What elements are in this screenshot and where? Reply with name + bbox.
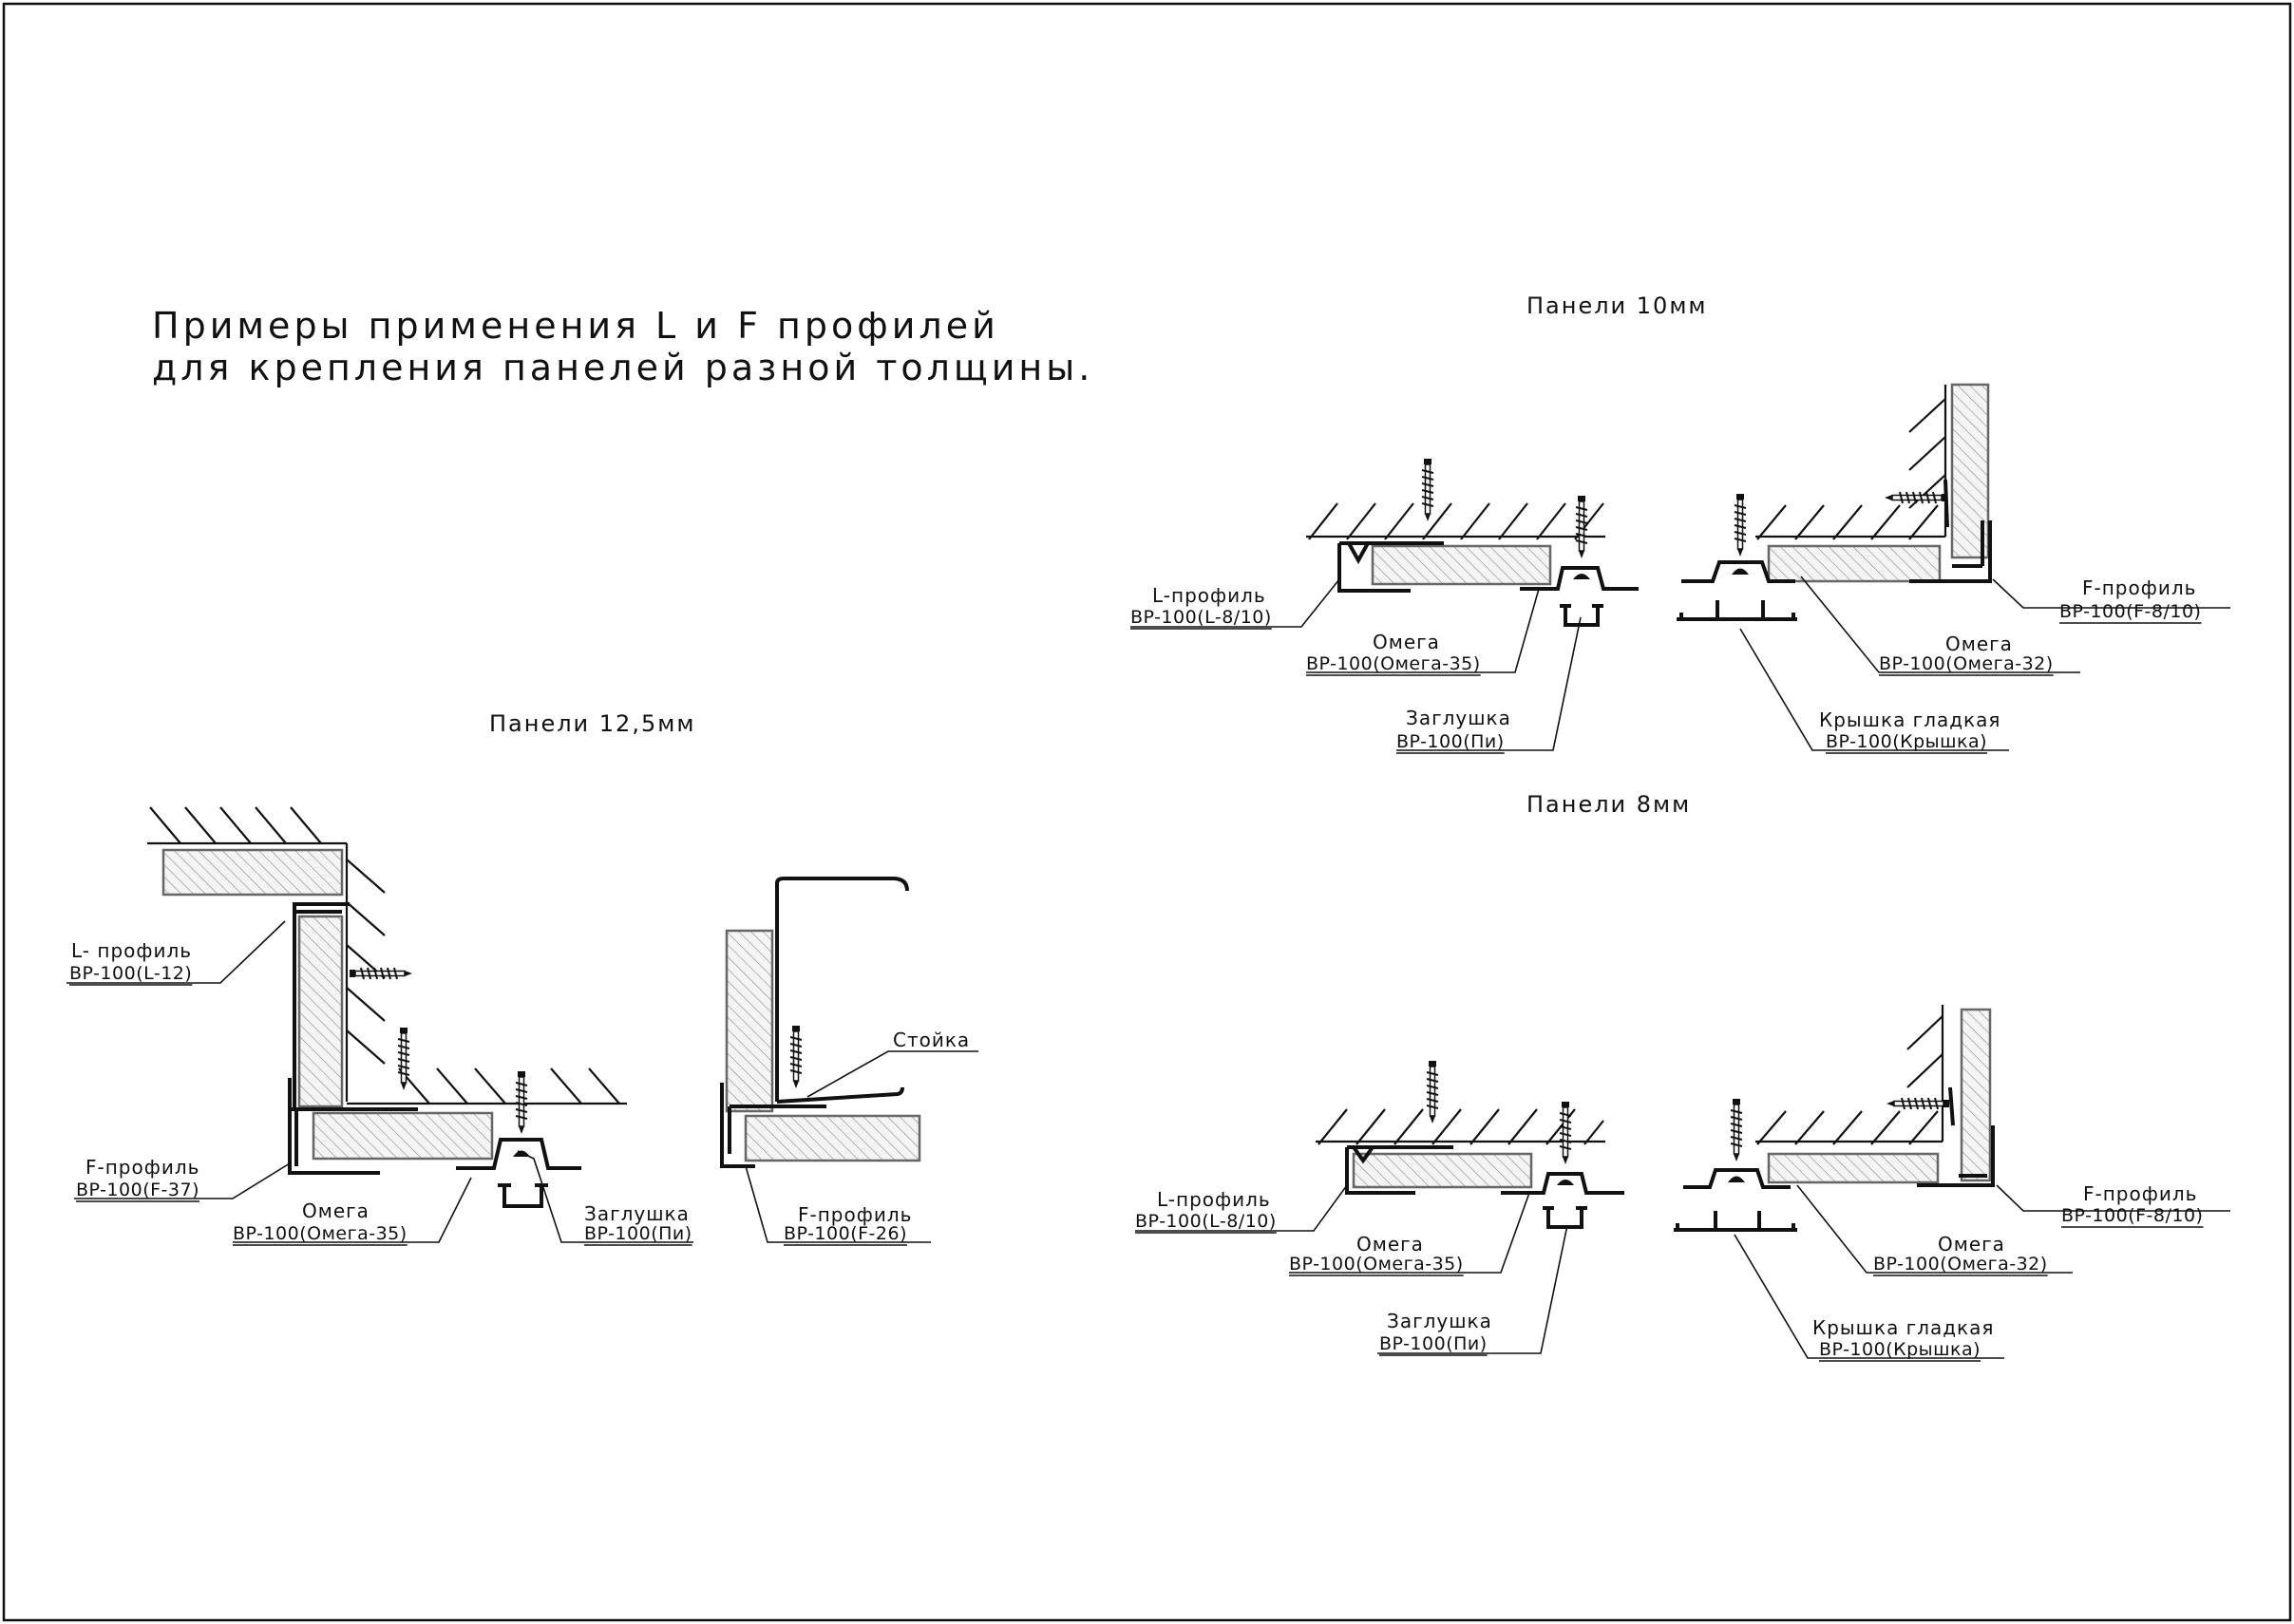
label-e-om-code: BP-100(Омега-35) xyxy=(1289,1254,1464,1275)
detail-a-corner-12-5: L- профиль BP-100(L-12) F-профиль BP-100… xyxy=(66,806,693,1246)
label-b-f-code: BP-100(F-26) xyxy=(784,1223,907,1244)
detail-d-f-10: F-профиль BP-100(F-8/10) Омега BP-100(Ом… xyxy=(1677,383,2230,754)
label-f-om-name: Омега xyxy=(1938,1233,2005,1256)
label-f-om-code: BP-100(Омега-32) xyxy=(1873,1254,2048,1275)
label-d-om-code: BP-100(Омега-32) xyxy=(1879,653,2054,674)
label-d-f-code: BP-100(F-8/10) xyxy=(2059,601,2201,622)
label-a-za-code: BP-100(Пи) xyxy=(584,1223,692,1244)
label-e-l-code: BP-100(L-8/10) xyxy=(1135,1211,1277,1232)
label-b-st-name: Стойка xyxy=(893,1029,970,1051)
label-f-kr-code: BP-100(Крышка) xyxy=(1819,1339,1981,1360)
detail-f-f-8: F-профиль BP-100(F-8/10) Омега BP-100(Ом… xyxy=(1674,1005,2230,1362)
section-title-125: Панели 12,5мм xyxy=(489,710,695,737)
title-line-2: для крепления панелей разной толщины. xyxy=(152,347,1093,388)
label-d-om-name: Омега xyxy=(1945,633,2013,655)
detail-c-l-10: L-профиль BP-100(L-8/10) Омега BP-100(Ом… xyxy=(1130,458,1639,754)
label-c-om-name: Омега xyxy=(1373,631,1440,653)
label-a-l-name: L- профиль xyxy=(71,939,192,962)
label-c-om-code: BP-100(Омега-35) xyxy=(1306,653,1481,674)
title-line-1: Примеры применения L и F профилей xyxy=(152,305,999,347)
label-d-f-name: F-профиль xyxy=(2082,576,2196,599)
section-title-8: Панели 8мм xyxy=(1526,791,1691,818)
label-c-l-name: L-профиль xyxy=(1152,584,1266,607)
label-a-om-name: Омега xyxy=(302,1199,370,1222)
label-f-f-code: BP-100(F-8/10) xyxy=(2061,1205,2203,1226)
detail-e-l-8: L-профиль BP-100(L-8/10) Омега BP-100(Ом… xyxy=(1135,1060,1624,1356)
label-e-l-name: L-профиль xyxy=(1157,1188,1271,1211)
label-a-za-name: Заглушка xyxy=(584,1202,690,1225)
label-a-l-code: BP-100(L-12) xyxy=(69,963,192,984)
label-a-f-code: BP-100(F-37) xyxy=(76,1180,199,1200)
label-d-kr-code: BP-100(Крышка) xyxy=(1826,731,1987,752)
label-b-f-name: F-профиль xyxy=(798,1203,912,1226)
label-f-kr-name: Крышка гладкая xyxy=(1812,1316,1994,1339)
label-c-za-name: Заглушка xyxy=(1406,707,1511,729)
label-a-f-name: F-профиль xyxy=(85,1156,199,1179)
label-e-za-code: BP-100(Пи) xyxy=(1379,1333,1488,1354)
label-c-za-code: BP-100(Пи) xyxy=(1396,731,1505,752)
label-f-f-name: F-профиль xyxy=(2083,1182,2197,1205)
detail-b-stand-12-5: Стойка F-профиль BP-100(F-26) xyxy=(720,877,978,1246)
label-d-kr-name: Крышка гладкая xyxy=(1819,708,2000,731)
label-c-l-code: BP-100(L-8/10) xyxy=(1130,607,1272,628)
label-e-za-name: Заглушка xyxy=(1387,1310,1492,1332)
label-a-om-code: BP-100(Омега-35) xyxy=(233,1223,408,1244)
label-e-om-name: Омега xyxy=(1356,1233,1424,1256)
section-title-10: Панели 10мм xyxy=(1526,293,1708,319)
